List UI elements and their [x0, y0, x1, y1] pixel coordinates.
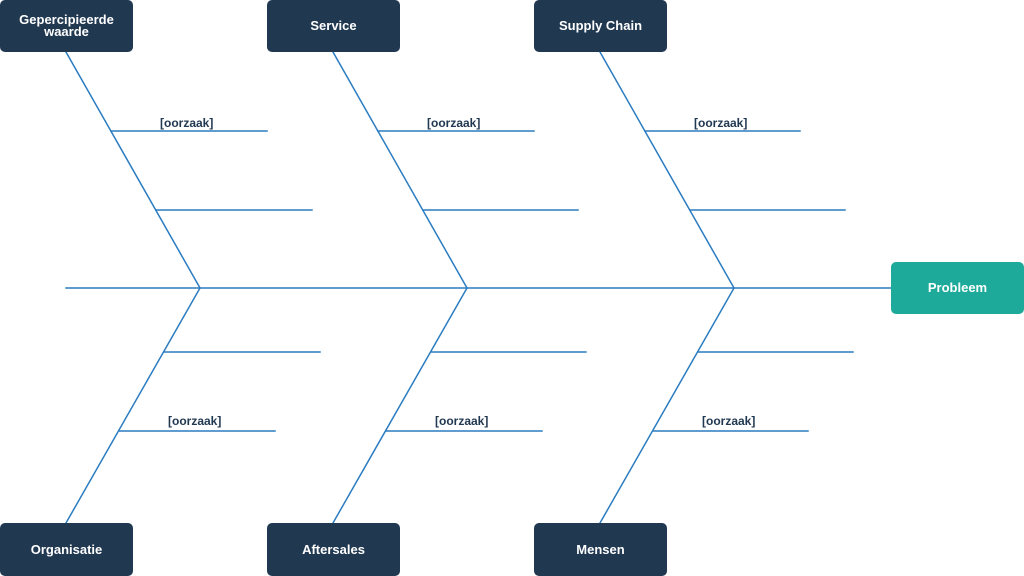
category-box-top-3: Supply Chain [534, 0, 667, 52]
problem-box: Probleem [891, 262, 1024, 314]
cause-label-top-3: [oorzaak] [694, 116, 748, 130]
cause-label-top-2: [oorzaak] [427, 116, 481, 130]
category-box-bottom-2: Aftersales [267, 523, 400, 576]
category-label: Organisatie [30, 541, 103, 557]
bottom-rib-2 [331, 286, 469, 525]
category-box-top-2: Service [267, 0, 400, 52]
category-label: Gepercipieerde waarde [19, 12, 114, 39]
cause-label-bottom-1: [oorzaak] [168, 414, 222, 428]
cause-label-bottom-3: [oorzaak] [702, 414, 756, 428]
category-box-top-1: Gepercipieerde waarde [0, 0, 133, 52]
top-rib-2 [331, 50, 469, 290]
cause-label-top-1: [oorzaak] [160, 116, 214, 130]
category-label: Supply Chain [558, 18, 643, 33]
category-box-bottom-3: Mensen [534, 523, 667, 576]
category-label: Service [310, 18, 357, 33]
cause-label-bottom-2: [oorzaak] [435, 414, 489, 428]
top-rib-1 [64, 50, 202, 290]
problem-label: Probleem [927, 280, 988, 295]
top-rib-3 [598, 50, 736, 290]
category-label: Mensen [576, 541, 625, 557]
category-label: Aftersales [302, 541, 365, 557]
category-box-bottom-1: Organisatie [0, 523, 133, 576]
bottom-rib-3 [598, 286, 736, 525]
bottom-rib-1 [64, 286, 202, 525]
